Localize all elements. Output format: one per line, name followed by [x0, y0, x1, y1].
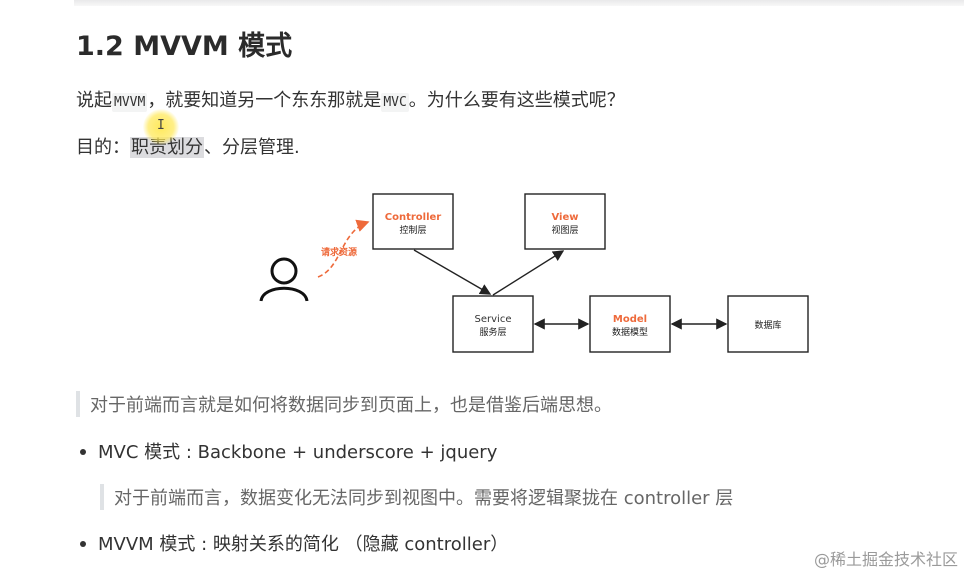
purpose-paragraph: 目的：职责划分、分层管理.: [76, 133, 300, 159]
database-box: [727, 295, 809, 353]
inline-code-mvvm: MVVM: [112, 93, 148, 112]
request-label: 请求资源: [321, 246, 357, 258]
text-cursor-icon: I: [157, 118, 165, 133]
list-item-mvc-text: MVC 模式 : Backbone + underscore + jquery: [98, 442, 498, 463]
view-box: [524, 193, 606, 250]
list-item-mvc: MVC 模式 : Backbone + underscore + jquery: [80, 438, 497, 464]
request-arrow: [317, 219, 370, 278]
intro-text-2: ，就要知道另一个东东那就是: [147, 90, 382, 111]
list-item-mvvm: MVVM 模式 : 映射关系的简化 （隐藏 controller）: [80, 530, 508, 556]
user-icon: [259, 257, 309, 302]
model-box: [589, 295, 671, 353]
top-shade: [74, 0, 964, 6]
intro-text-1: 说起: [76, 90, 112, 111]
database-label: 数据库: [754, 319, 781, 331]
purpose-highlight: 职责划分: [130, 137, 204, 158]
arrow-controller-to-service: [413, 249, 492, 295]
blockquote-mvc: 对于前端而言，数据变化无法同步到视图中。需要将逻辑聚拢在 controller …: [100, 484, 733, 510]
view-title: View: [551, 212, 578, 223]
view-sub: 视图层: [551, 224, 578, 236]
cursor-highlight: [143, 109, 179, 145]
intro-text-3: 。为什么要有这些模式呢？: [408, 90, 625, 111]
arrow-service-to-view: [492, 250, 565, 296]
controller-sub: 控制层: [399, 224, 426, 236]
bullet-dot-icon: [80, 448, 86, 455]
purpose-label: 目的：: [76, 137, 130, 158]
blockquote-frontend: 对于前端而言就是如何将数据同步到页面上，也是借鉴后端思想。: [76, 391, 612, 417]
watermark: @稀土掘金技术社区: [813, 550, 958, 569]
section-heading: 1.2 MVVM 模式: [76, 31, 293, 62]
service-title: Service: [475, 314, 512, 325]
service-box: [452, 295, 534, 353]
model-sub: 数据模型: [612, 326, 648, 338]
bullet-dot-icon: [80, 540, 86, 547]
purpose-rest: 、分层管理.: [204, 137, 300, 158]
inline-code-mvc: MVC: [381, 93, 409, 112]
controller-box: [372, 193, 454, 250]
controller-title: Controller: [385, 212, 442, 223]
list-item-mvvm-text: MVVM 模式 : 映射关系的简化 （隐藏 controller）: [98, 534, 509, 555]
model-title: Model: [613, 314, 647, 325]
service-sub: 服务层: [479, 326, 506, 338]
